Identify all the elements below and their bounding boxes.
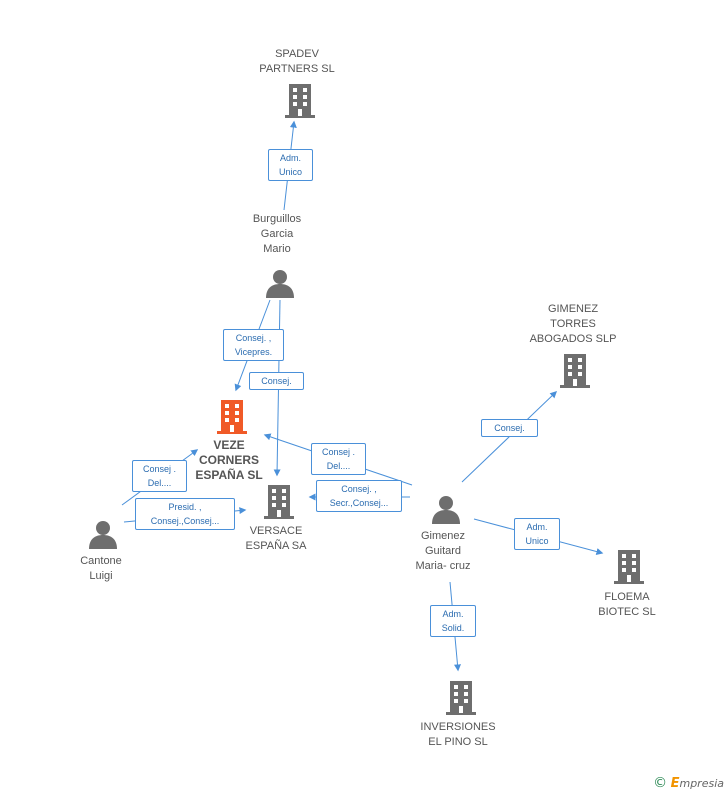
building-icon-spadev[interactable]: [285, 84, 315, 118]
empresia-watermark[interactable]: © Empresia: [653, 775, 724, 791]
node-label-cantone[interactable]: Cantone Luigi: [80, 555, 122, 582]
node-label-floema[interactable]: FLOEMA BIOTEC SL: [598, 591, 656, 618]
person-icon-gimenez-guitard[interactable]: [431, 494, 461, 524]
building-icon-versace[interactable]: [264, 485, 294, 519]
node-label-inversiones[interactable]: INVERSIONES EL PINO SL: [420, 721, 496, 748]
copyright-icon: ©: [653, 775, 668, 791]
brand-name: mpresia: [679, 777, 724, 790]
node-label-spadev[interactable]: SPADEV PARTNERS SL: [259, 48, 335, 75]
node-label-veze-main[interactable]: VEZE CORNERS ESPAÑA SL: [195, 438, 263, 482]
edge-label-consej-secr[interactable]: Consej. , Secr.,Consej...: [316, 480, 402, 512]
node-label-gimenez-guitard[interactable]: Gimenez Guitard Maria- cruz: [415, 530, 471, 572]
building-icon-gimenez-torres[interactable]: [560, 354, 590, 388]
node-label-gimenez-torres[interactable]: GIMENEZ TORRES ABOGADOS SLP: [529, 303, 617, 345]
building-icon-floema[interactable]: [614, 550, 644, 584]
edge-label-consej-vicepres[interactable]: Consej. , Vicepres.: [223, 329, 284, 361]
building-icon-inversiones[interactable]: [446, 681, 476, 715]
edge-label-consej-burguillos-versace[interactable]: Consej.: [249, 372, 304, 390]
edge-label-consej-gimenez-torres[interactable]: Consej.: [481, 419, 538, 437]
node-label-versace[interactable]: VERSACE ESPAÑA SA: [245, 525, 307, 552]
edge-label-adm-solid[interactable]: Adm. Solid.: [430, 605, 476, 637]
brand-initial: E: [670, 776, 680, 791]
edge-label-adm-unico-spadev[interactable]: Adm. Unico: [268, 149, 313, 181]
edge-gimenez-torres: [461, 391, 558, 483]
person-icon-burguillos[interactable]: [265, 268, 295, 298]
edge-label-presid-cantone[interactable]: Presid. , Consej.,Consej...: [135, 498, 235, 530]
edge-label-consej-del-cantone[interactable]: Consej . Del....: [132, 460, 187, 492]
edge-label-adm-unico-floema[interactable]: Adm. Unico: [514, 518, 560, 550]
building-icon-veze-main[interactable]: [217, 400, 247, 434]
person-icon-cantone[interactable]: [88, 519, 118, 549]
edge-label-consej-del-gimenez[interactable]: Consej . Del....: [311, 443, 366, 475]
node-label-burguillos[interactable]: Burguillos Garcia Mario: [252, 213, 302, 255]
